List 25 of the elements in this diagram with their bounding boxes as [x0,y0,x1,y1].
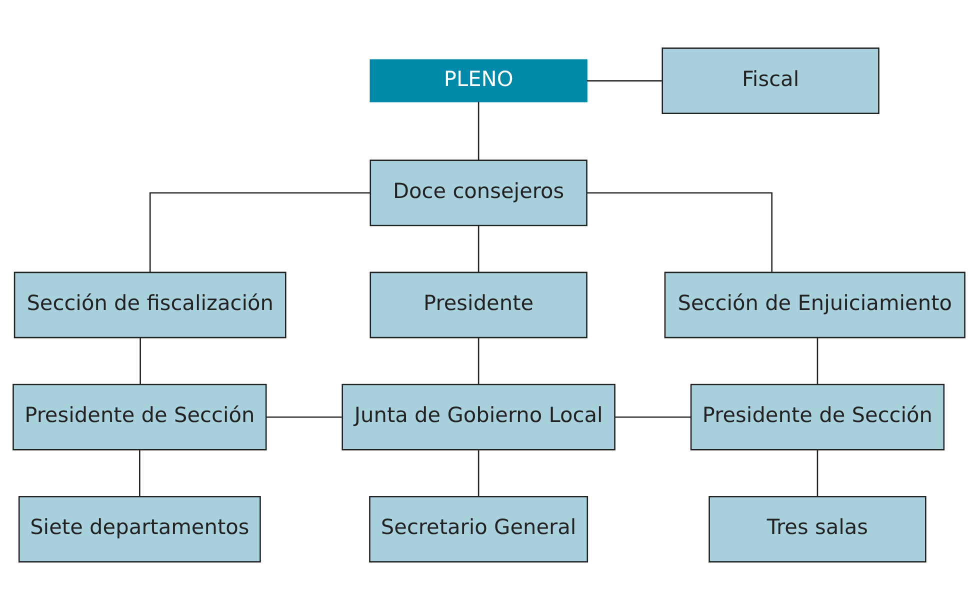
connector [139,450,140,496]
node-box: PLENO [370,58,588,102]
node-box: Fiscal [662,47,880,114]
node-box: Secretario General [369,495,588,562]
connector [586,192,772,272]
connector [478,225,480,272]
node-box: Presidente de Sección [690,383,945,450]
connector [816,338,818,384]
connector [614,416,691,418]
node-box: Junta de Gobierno Local [342,383,616,450]
connector [816,450,818,496]
connector [478,101,480,160]
node-box: Siete departamentos [18,495,261,562]
node-box: Presidente de Sección [12,383,267,450]
connector [266,416,342,418]
connector [478,338,480,384]
node-box: Sección de fiscalización [14,271,286,338]
connector [140,338,141,384]
node-box: Tres salas [708,495,926,562]
node-box: Sección de Enjuiciamiento [664,271,966,338]
connector [586,80,662,81]
connector [149,192,370,272]
connector [478,450,480,496]
node-box: Presidente [370,271,588,338]
node-box: Doce consejeros [370,159,588,226]
